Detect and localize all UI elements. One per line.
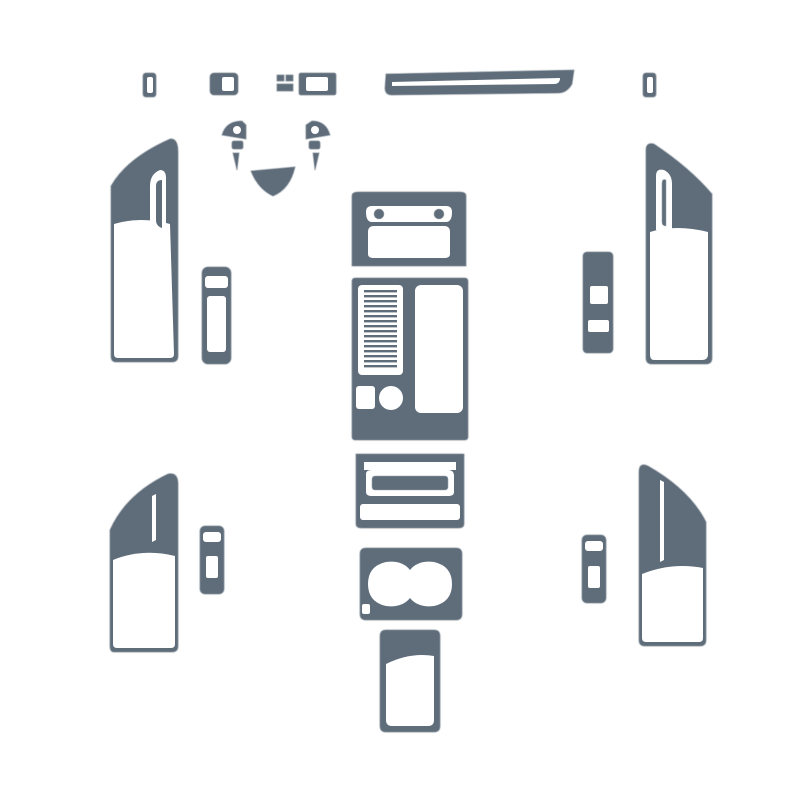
vent-slat	[364, 320, 397, 323]
top-left-small-tab	[142, 72, 157, 98]
vent-slat	[364, 325, 397, 328]
vent-slat	[364, 350, 397, 353]
front-left-window-switch-trim	[201, 266, 232, 365]
vent-slat	[364, 355, 397, 358]
vent-slat	[364, 345, 397, 348]
center-console-upper-panel	[351, 191, 467, 267]
vent-slat	[364, 305, 397, 308]
vent-slat	[364, 365, 397, 368]
center-console-main-panel	[351, 277, 469, 441]
rear-left-door-panel	[109, 473, 179, 653]
top-center-button-trims	[276, 72, 337, 96]
vent-slat	[364, 315, 397, 318]
rear-right-window-switch-trim	[581, 534, 607, 604]
steering-wheel-trim-set	[221, 120, 331, 197]
top-left-vent-trim	[209, 72, 239, 96]
vent-slat	[364, 290, 397, 293]
center-console-lower-panel	[355, 453, 465, 529]
vent-slat	[364, 310, 397, 313]
vent-slat	[364, 300, 397, 303]
rear-right-door-panel	[638, 464, 707, 647]
front-left-door-panel	[110, 138, 179, 363]
vent-slat	[364, 360, 397, 363]
vent-slat	[364, 335, 397, 338]
vent-slat	[364, 340, 397, 343]
front-right-door-panel	[645, 143, 713, 365]
vent-slat	[364, 330, 397, 333]
vent-slat	[364, 295, 397, 298]
top-right-small-tab	[642, 72, 657, 98]
top-dashboard-strip	[384, 69, 575, 96]
front-right-window-switch-trim	[582, 251, 614, 354]
cupholder-panel	[359, 547, 463, 621]
rear-left-window-switch-trim	[199, 525, 225, 595]
armrest-panel	[379, 629, 441, 733]
